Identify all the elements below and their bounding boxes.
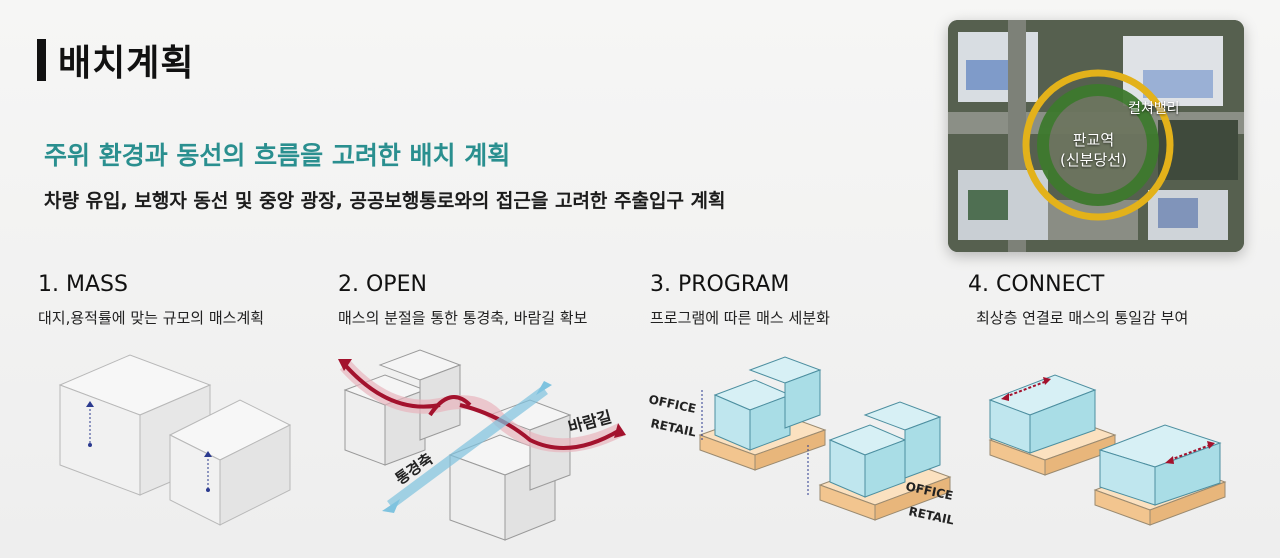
open-diagram: 바람길 통경축	[338, 349, 626, 541]
step-connect: 4. CONNECT 최상층 연결로 매스의 통일감 부여	[968, 272, 1188, 328]
headline: 주위 환경과 동선의 흐름을 고려한 배치 계획	[44, 141, 511, 170]
office-label: OFFICE	[647, 392, 697, 416]
site-aerial-photo: 컬쳐밸리 판교역 (신분당선)	[948, 20, 1244, 252]
step-description: 프로그램에 따른 매스 세분화	[650, 309, 830, 327]
station-label: 판교역 (신분당선)	[1060, 130, 1127, 170]
station-name: 판교역	[1072, 131, 1115, 149]
culture-valley-label: 컬쳐밸리	[1128, 101, 1180, 117]
page-title: 배치계획	[58, 43, 195, 84]
step-description: 매스의 분절을 통한 통경축, 바람길 확보	[338, 309, 588, 327]
mass-diagram	[58, 354, 292, 526]
step-title: 4. CONNECT	[968, 272, 1105, 297]
step-title: 3. PROGRAM	[650, 272, 790, 297]
step-title: 1. MASS	[38, 272, 128, 297]
step-program: 3. PROGRAM 프로그램에 따른 매스 세분화	[650, 272, 830, 328]
retail-label: RETAIL	[649, 416, 697, 439]
retail-label-2: RETAIL	[907, 504, 955, 527]
step-description: 대지,용적률에 맞는 규모의 매스계획	[38, 309, 265, 327]
page-title-block: 배치계획	[37, 34, 194, 86]
connect-diagram	[988, 374, 1227, 526]
step-title: 2. OPEN	[338, 272, 427, 297]
program-diagram: OFFICE RETAIL OFFICE RETAIL	[647, 356, 956, 528]
step-open: 2. OPEN 매스의 분절을 통한 통경축, 바람길 확보	[338, 272, 587, 328]
step-description: 최상층 연결로 매스의 통일감 부여	[976, 309, 1189, 327]
subline: 차량 유입, 보행자 동선 및 중앙 광장, 공공보행통로와의 접근을 고려한 …	[44, 190, 726, 212]
step-mass: 1. MASS 대지,용적률에 맞는 규모의 매스계획	[38, 272, 264, 328]
title-bar-marker	[37, 39, 46, 81]
station-line: (신분당선)	[1060, 151, 1127, 169]
